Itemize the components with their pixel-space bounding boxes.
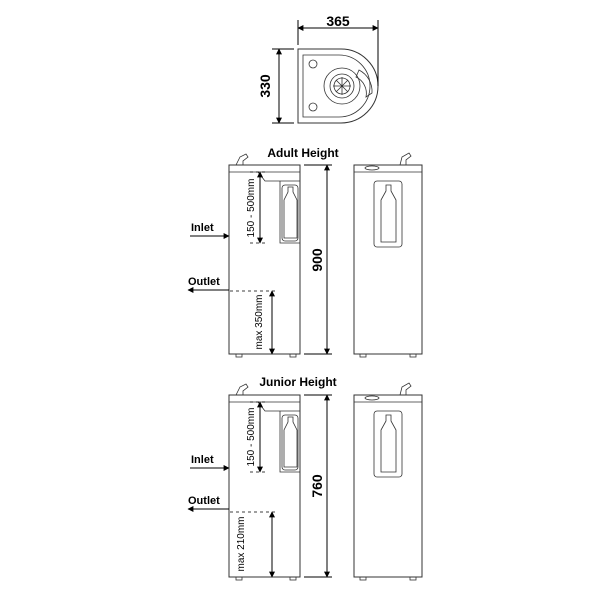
- junior-title: Junior Height: [259, 375, 336, 389]
- adult-title: Adult Height: [267, 146, 338, 160]
- junior-side-view: 150 - 500mm max 210mm 760: [228, 383, 332, 581]
- junior-section: Junior Height 150 - 500mm max 210mm: [187, 375, 423, 581]
- bubbler-spout: [355, 69, 373, 98]
- junior-bottle-zone-label: 150 - 500mm: [246, 408, 257, 467]
- adult-front-bottle: [380, 184, 397, 243]
- adult-front-view: [353, 152, 423, 358]
- adult-inlet-label: Inlet: [191, 222, 214, 234]
- adult-front-bubbler-icon: [399, 152, 412, 166]
- button-mark: [308, 59, 318, 69]
- junior-outlet-label: Outlet: [188, 495, 220, 507]
- junior-front-bubbler-icon: [399, 382, 412, 396]
- junior-side-bottle: [283, 416, 298, 468]
- junior-height-label: 760: [309, 474, 325, 498]
- junior-front-view: [353, 382, 423, 581]
- adult-bottle-recess: [279, 181, 300, 244]
- adult-section: Adult Height 150 - 500mm max 350mm: [187, 146, 423, 358]
- junior-side-bubbler-icon: [235, 383, 249, 396]
- adult-bottle-zone-label: 150 - 500mm: [246, 179, 257, 238]
- adult-side-bottle: [283, 186, 298, 239]
- adult-front-recess: [373, 180, 403, 248]
- plan-width-label: 365: [326, 13, 350, 29]
- adult-outlet-zone-label: max 350mm: [254, 294, 265, 349]
- adult-height-label: 900: [309, 248, 325, 272]
- adult-side-view: 150 - 500mm max 350mm 900: [228, 153, 332, 358]
- junior-bottle-recess: [279, 411, 300, 473]
- junior-inlet-label: Inlet: [191, 454, 214, 466]
- plan-view: 365 330: [257, 13, 379, 124]
- drain-outer-ring: [323, 67, 361, 105]
- adult-side-bubbler-icon: [235, 153, 249, 166]
- junior-front-bottle: [380, 414, 397, 473]
- plan-depth-label: 330: [257, 74, 273, 98]
- junior-front-recess: [373, 410, 403, 478]
- junior-outlet-zone-label: max 210mm: [236, 516, 247, 571]
- adult-outlet-label: Outlet: [188, 276, 220, 288]
